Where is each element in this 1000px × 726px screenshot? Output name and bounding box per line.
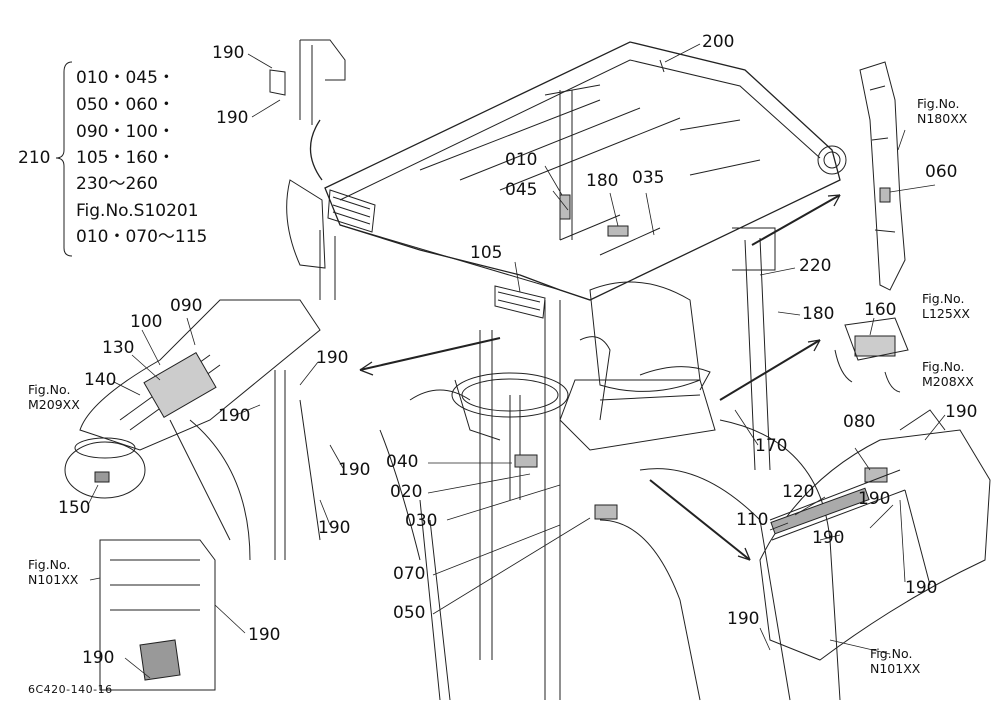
part-label: 030 <box>405 511 438 531</box>
part-label: 180 <box>586 171 619 191</box>
inset-pillar-top-left <box>269 39 346 269</box>
cab-frame <box>319 90 776 700</box>
legend-brace <box>55 61 73 257</box>
part-label: 060 <box>925 162 958 182</box>
legend-line: 050・060・ <box>76 95 175 115</box>
part-label: 110 <box>736 510 769 530</box>
part-label: 190 <box>212 43 245 63</box>
inset-fender-right <box>759 409 991 661</box>
part-label: 140 <box>84 370 117 390</box>
part-label: 050 <box>393 603 426 623</box>
part-label: 120 <box>782 482 815 502</box>
part-label: 040 <box>386 452 419 472</box>
fender-wheel <box>379 389 841 701</box>
steering <box>451 336 611 500</box>
part-label: 190 <box>318 518 351 538</box>
fig-ref-number: L125XX <box>922 306 970 321</box>
inset-pillar-right <box>859 61 906 291</box>
decals <box>514 194 896 520</box>
part-label: 190 <box>218 406 251 426</box>
legend-line: 230～260 <box>76 174 158 194</box>
drawing-code: 6C420-140-16 <box>28 683 113 696</box>
fig-ref-title: Fig.No. <box>922 291 965 306</box>
part-label: 035 <box>632 168 665 188</box>
fig-ref-title: Fig.No. <box>922 359 965 374</box>
fig-ref-number: M209XX <box>28 397 80 412</box>
part-label: 190 <box>338 460 371 480</box>
seat <box>559 281 716 451</box>
fig-ref-title: Fig.No. <box>917 96 960 111</box>
legend-line: 105・160・ <box>76 148 175 168</box>
part-label: 190 <box>216 108 249 128</box>
cab-roof <box>324 41 847 319</box>
part-label: 150 <box>58 498 91 518</box>
legend-line: Fig.No.S10201 <box>76 201 199 221</box>
part-label: 190 <box>316 348 349 368</box>
fig-ref-number: N101XX <box>870 661 921 676</box>
part-label: 045 <box>505 180 538 200</box>
part-label: 190 <box>812 528 845 548</box>
leader-lines <box>87 43 946 679</box>
part-label: 105 <box>470 243 503 263</box>
fig-ref-number: N180XX <box>917 111 968 126</box>
legend-line: 010・070～115 <box>76 227 208 247</box>
fig-ref-number: M208XX <box>922 374 974 389</box>
part-label: 160 <box>864 300 897 320</box>
fig-ref-title: Fig.No. <box>870 646 913 661</box>
part-label: 180 <box>802 304 835 324</box>
part-label: 100 <box>130 312 163 332</box>
inset-console-left <box>64 299 321 691</box>
part-label: 200 <box>702 32 735 52</box>
part-label: 190 <box>727 609 760 629</box>
legend-line: 010・045・ <box>76 68 175 88</box>
part-label: 080 <box>843 412 876 432</box>
fig-ref-title: Fig.No. <box>28 557 71 572</box>
part-label: 190 <box>248 625 281 645</box>
part-label: 170 <box>755 436 788 456</box>
part-label: 190 <box>82 648 115 668</box>
legend-line: 090・100・ <box>76 122 175 142</box>
inset-mat-right <box>834 317 909 393</box>
part-label: 020 <box>390 482 423 502</box>
part-label: 190 <box>905 578 938 598</box>
callout-arrows <box>309 119 841 561</box>
part-label: 190 <box>945 402 978 422</box>
part-label: 090 <box>170 296 203 316</box>
fig-ref-number: N101XX <box>28 572 79 587</box>
part-label: 130 <box>102 338 135 358</box>
part-label: 190 <box>858 489 891 509</box>
part-label: 220 <box>799 256 832 276</box>
part-label: 010 <box>505 150 538 170</box>
part-label: 070 <box>393 564 426 584</box>
legend-ref-label: 210 <box>18 148 51 168</box>
fig-ref-title: Fig.No. <box>28 382 71 397</box>
